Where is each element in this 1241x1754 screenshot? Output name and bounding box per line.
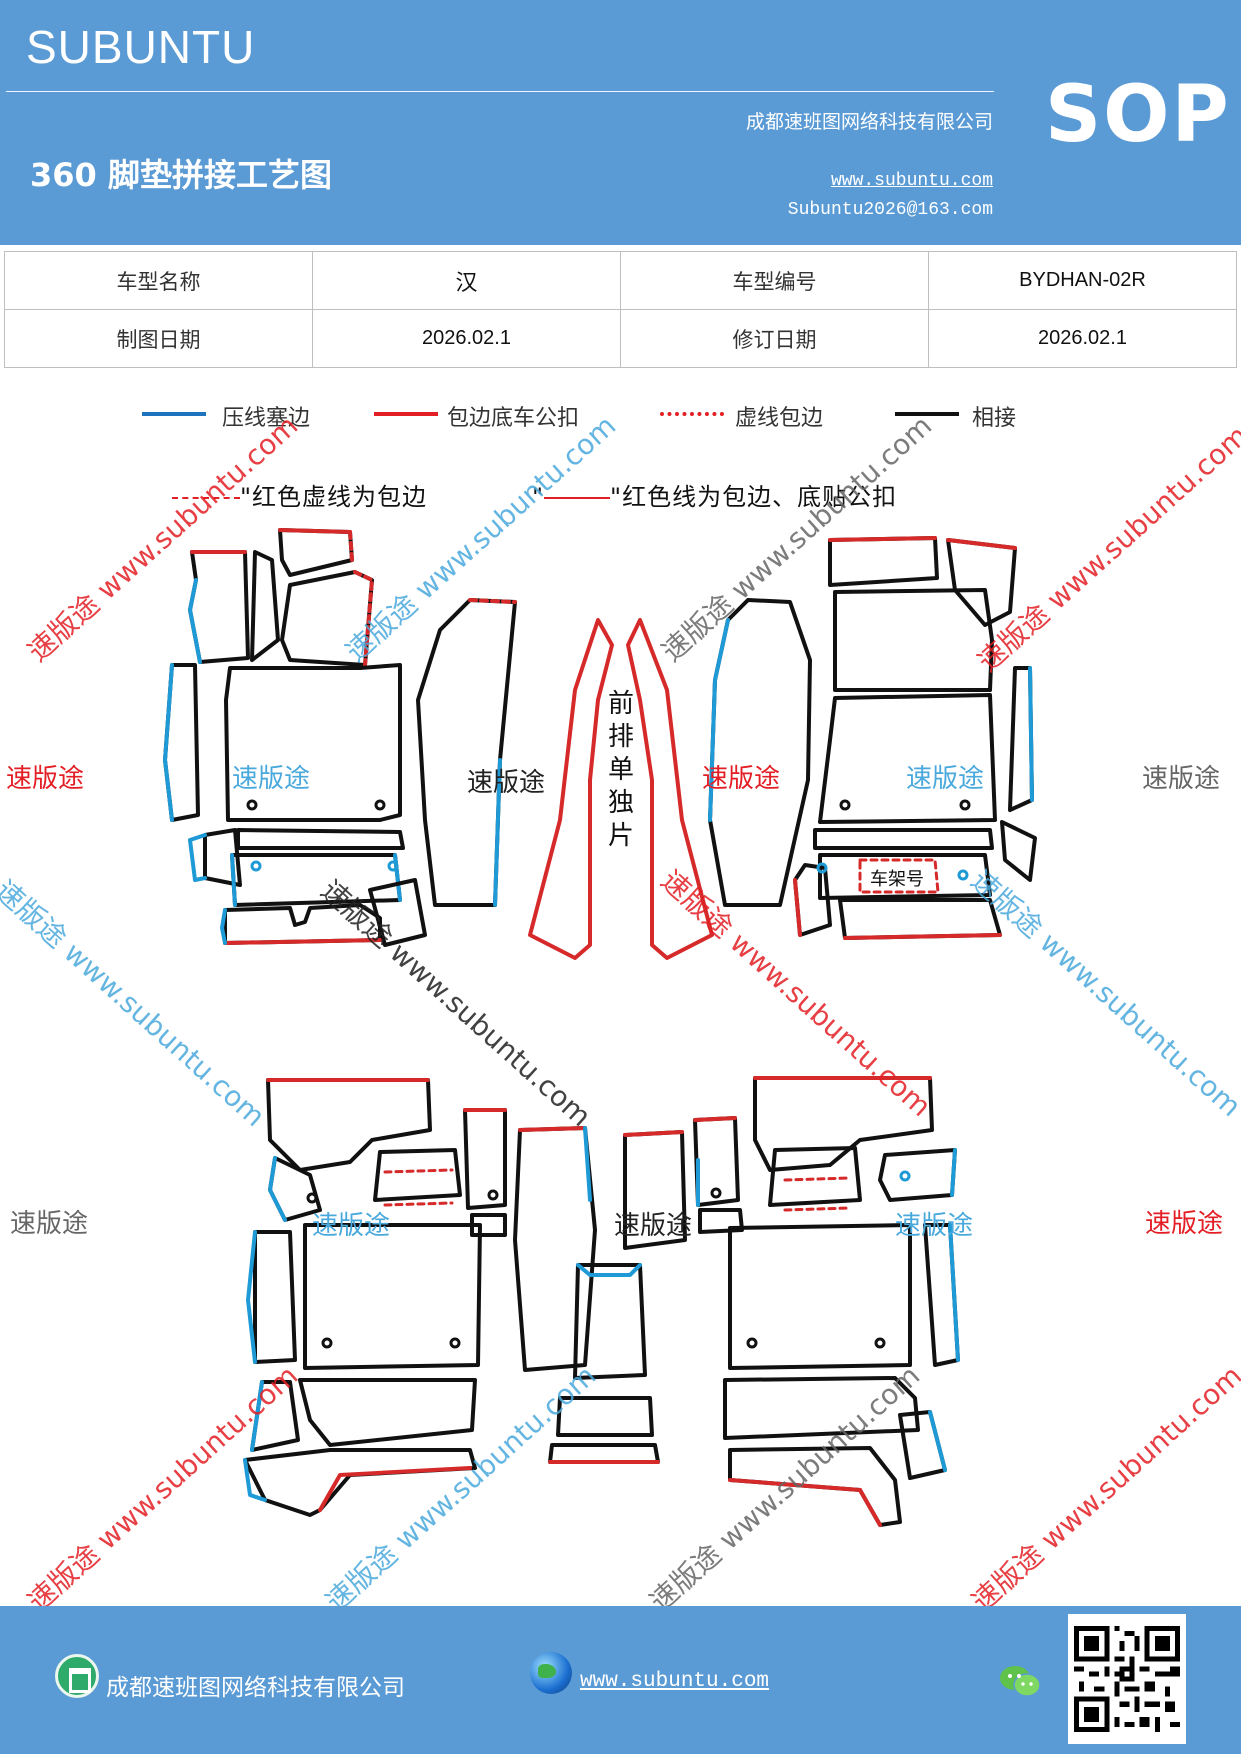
mat-piece — [223, 903, 382, 945]
mat-piece — [818, 853, 992, 900]
header-divider — [6, 91, 994, 92]
mat-piece — [878, 1148, 957, 1202]
legend-swatch-red — [374, 412, 438, 416]
footer-website-link[interactable]: www.subuntu.com — [580, 1670, 770, 1693]
mat-piece — [813, 828, 994, 850]
mat-piece — [278, 528, 354, 577]
mat-piece — [298, 1378, 477, 1447]
mat-piece — [573, 1263, 647, 1380]
front-piece-right — [626, 618, 714, 960]
table-row: 制图日期 2026.02.1 修订日期 2026.02.1 — [4, 309, 1237, 368]
front-single-piece-label: 前排单独片 — [607, 689, 634, 851]
mat-piece — [723, 1376, 920, 1440]
header-website-link[interactable]: www.subuntu.com — [830, 171, 993, 191]
legend-note-solid: ""红色线为包边、底贴公扣 — [532, 483, 898, 511]
header-email[interactable]: Subuntu2026@163.com — [787, 200, 993, 220]
legend-label: 压线塞边 — [222, 406, 311, 431]
model-code-label: 车型编号 — [620, 251, 929, 310]
mat-piece — [753, 1076, 934, 1172]
vehicle-info-table: 车型名称 汉 车型编号 BYDHAN-02R 制图日期 2026.02.1 修订… — [4, 251, 1237, 368]
legend-swatch-red-dashed — [660, 412, 724, 416]
legend: 压线塞边 包边底车公扣 虚线包边 相接 — [0, 400, 1241, 440]
legend-swatch-blue — [142, 412, 206, 416]
model-name-value: 汉 — [312, 251, 621, 310]
legend-swatch-black — [895, 412, 959, 416]
model-code-value: BYDHAN-02R — [928, 251, 1237, 310]
mat-piece — [548, 1443, 660, 1464]
mat-piece — [833, 588, 994, 692]
legend-label: 相接 — [972, 406, 1017, 431]
revise-date-value: 2026.02.1 — [928, 309, 1237, 368]
draw-date-value: 2026.02.1 — [312, 309, 621, 368]
frame-number-label: 车架号 — [870, 869, 924, 890]
mat-piece — [416, 598, 517, 907]
mat-piece — [243, 1448, 477, 1517]
mat-piece — [858, 858, 940, 894]
mat-piece — [623, 1130, 687, 1250]
home-icon — [55, 1654, 99, 1698]
mat-piece — [368, 878, 427, 947]
mat-piece — [1000, 820, 1037, 882]
legend-label: 包边底车公扣 — [447, 406, 580, 431]
qr-code-pattern — [1074, 1626, 1180, 1732]
footer: 成都速班图网络科技有限公司 www.subuntu.com — [0, 1606, 1241, 1754]
mat-piece — [556, 1396, 654, 1437]
mat-piece — [708, 598, 812, 907]
qr-code[interactable] — [1068, 1614, 1186, 1744]
mat-piece — [253, 1230, 297, 1364]
mat-piece — [470, 1213, 507, 1237]
footer-company: 成都速班图网络科技有限公司 — [106, 1675, 405, 1701]
legend-note-dashed: "红色虚线为包边 — [172, 477, 427, 512]
mat-piece — [698, 1208, 744, 1234]
mat-piece — [250, 550, 280, 662]
header: SUBUNTU 成都速班图网络科技有限公司 360 脚垫拼接工艺图 www.su… — [0, 0, 1241, 245]
mat-piece — [373, 1148, 462, 1202]
mat-piece — [280, 570, 374, 667]
wechat-icon — [1000, 1666, 1041, 1697]
mat-piece — [513, 1126, 597, 1372]
mat-piece — [728, 1223, 912, 1370]
table-row: 车型名称 汉 车型编号 BYDHAN-02R — [4, 251, 1237, 310]
mat-piece — [828, 536, 939, 587]
sop-label: SOP — [1045, 70, 1231, 160]
mat-piece — [266, 1078, 432, 1172]
brand-name: SUBUNTU — [26, 21, 256, 73]
model-name-label: 车型名称 — [4, 251, 313, 310]
mat-piece — [236, 828, 405, 850]
mat-piece — [463, 1108, 507, 1210]
draw-date-label: 制图日期 — [4, 309, 313, 368]
mat-piece — [818, 693, 997, 824]
mat-piece — [793, 863, 832, 937]
company-name: 成都速班图网络科技有限公司 — [745, 111, 993, 133]
mat-piece — [224, 663, 402, 822]
front-piece-left — [528, 618, 614, 960]
document-title: 360 脚垫拼接工艺图 — [30, 156, 332, 194]
mat-piece — [946, 538, 1017, 627]
mat-piece — [203, 828, 242, 887]
mat-piece — [838, 898, 1002, 940]
mat-piece — [768, 1146, 862, 1207]
legend-label: 虚线包边 — [735, 406, 824, 431]
floor-mat-diagram — [163, 528, 1037, 1527]
globe-icon — [530, 1652, 572, 1694]
mat-piece — [693, 1116, 740, 1207]
revise-date-label: 修订日期 — [620, 309, 929, 368]
mat-piece — [303, 1223, 482, 1370]
